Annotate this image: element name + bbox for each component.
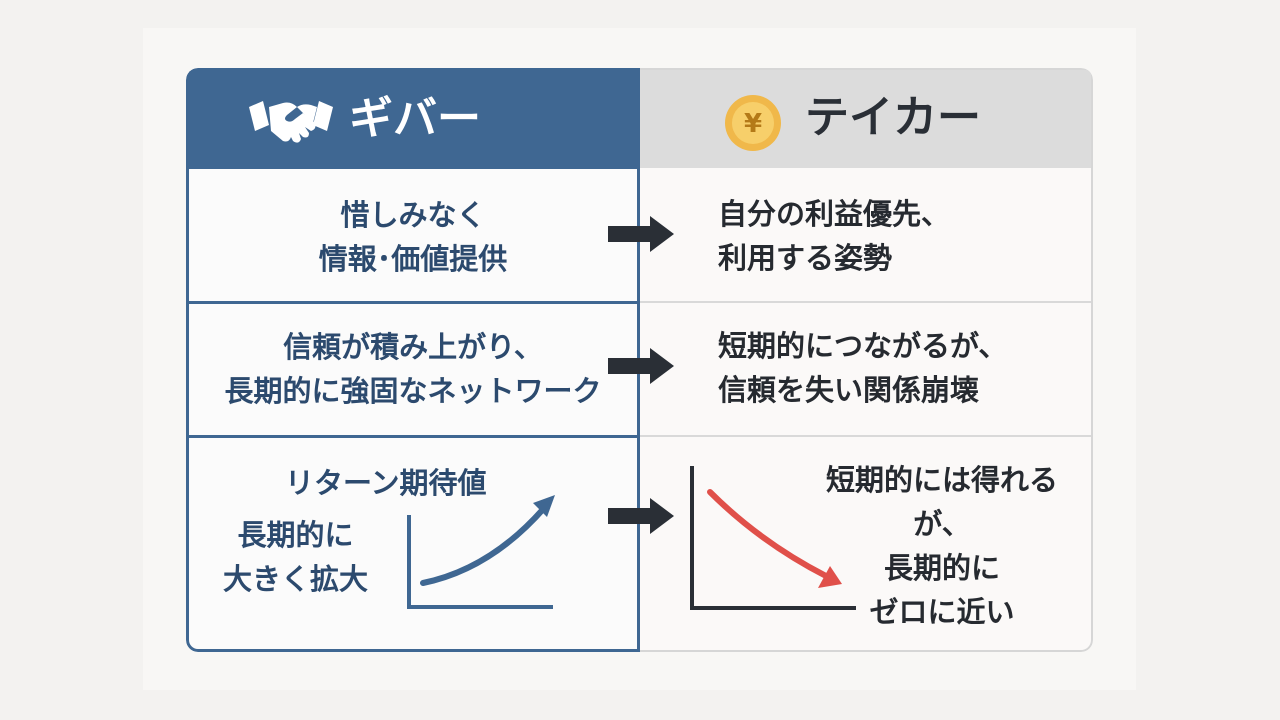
growth-arrowhead	[533, 495, 555, 517]
giver-title: ギバー	[349, 93, 481, 144]
taker-header: ¥ テイカー	[640, 70, 1091, 168]
handshake-icon	[249, 101, 333, 143]
row2-arrow-icon	[608, 348, 674, 384]
comparison-table: ギバー 惜しみなく 情報･価値提供 信頼が積み上がり、 長期的に強固なネットワー…	[186, 68, 1093, 652]
decline-curve	[707, 489, 829, 579]
giver-row2-text: 信頼が積み上がり、 長期的に強固なネットワーク	[224, 330, 602, 408]
yen-coin-icon: ¥	[725, 95, 781, 151]
giver-row3-side: 長期的に 大きく拡大	[223, 518, 369, 596]
giver-header: ギバー	[189, 71, 637, 169]
row-divider	[640, 301, 1091, 303]
taker-row1-text: 自分の利益優先、 利用する姿勢	[718, 197, 951, 275]
chart-axes	[690, 466, 856, 610]
giver-row3-title: リターン期待値	[285, 466, 487, 500]
taker-decline-chart	[690, 466, 856, 610]
chart-axes	[407, 515, 553, 609]
row3-arrow-icon	[608, 498, 674, 534]
taker-title: テイカー	[805, 92, 981, 143]
growth-curve	[420, 504, 548, 586]
giver-row1-text: 惜しみなく 情報･価値提供	[318, 198, 508, 276]
svg-text:¥: ¥	[744, 109, 762, 139]
giver-column: ギバー 惜しみなく 情報･価値提供 信頼が積み上がり、 長期的に強固なネットワー…	[186, 68, 640, 652]
row-divider	[640, 435, 1091, 437]
decline-arrowhead	[818, 566, 842, 588]
giver-growth-chart	[407, 495, 555, 609]
taker-row2-text: 短期的につながるが、 信頼を失い関係崩壊	[718, 329, 1008, 407]
row1-arrow-icon	[608, 216, 674, 252]
taker-row3-text: 短期的には得れる が、 長期的に ゼロに近い	[825, 463, 1058, 629]
row-divider	[189, 435, 637, 438]
row-divider	[189, 301, 637, 304]
taker-column: ¥ テイカー 自分の利益優先、 利用する姿勢 短期的につながるが、 信頼を失い関…	[640, 68, 1093, 652]
